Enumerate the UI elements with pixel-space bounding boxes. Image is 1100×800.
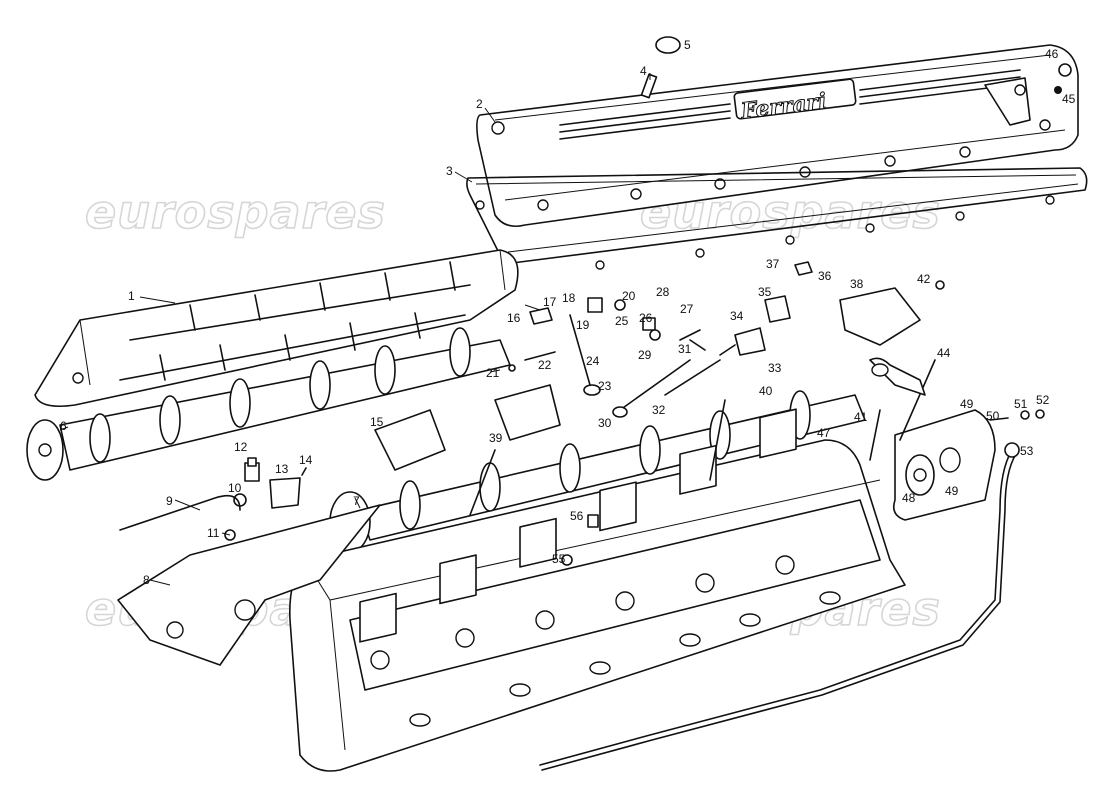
- part-callout-9: 9: [166, 494, 173, 508]
- part-callout-47: 47: [817, 426, 831, 440]
- part-callout-30: 30: [598, 416, 612, 430]
- part-callout-2: 2: [476, 97, 483, 111]
- part-callout-14: 14: [299, 453, 313, 467]
- part-callout-53: 53: [1020, 444, 1034, 458]
- part-callout-42: 42: [917, 272, 931, 286]
- part-callout-29: 29: [638, 348, 652, 362]
- part-callout-22: 22: [538, 358, 552, 372]
- part-callout-52: 52: [1036, 393, 1050, 407]
- part-callout-27: 27: [680, 302, 694, 316]
- part-callout-37: 37: [766, 257, 780, 271]
- part-callout-26: 26: [639, 311, 653, 325]
- part-callout-8: 8: [143, 573, 150, 587]
- part-callout-36: 36: [818, 269, 832, 283]
- part-callout-21: 21: [486, 366, 500, 380]
- part-callout-56: 56: [570, 509, 584, 523]
- oil-pipe: [539, 442, 1020, 771]
- callout-leaders: [59, 73, 651, 586]
- part-callout-31: 31: [678, 342, 692, 356]
- part-callout-13: 13: [275, 462, 289, 476]
- watermark-top-left: eurospares: [85, 185, 386, 239]
- cam-cover-left: [34, 249, 519, 408]
- part-callout-1: 1: [128, 289, 135, 303]
- part-callout-24: 24: [586, 354, 600, 368]
- part-callout-46: 46: [1045, 47, 1059, 61]
- part-callout-50: 50: [986, 409, 1000, 423]
- part-callout-7: 7: [353, 494, 360, 508]
- part-callout-18: 18: [562, 291, 576, 305]
- part-callout-23: 23: [598, 379, 612, 393]
- part-callout-10: 10: [228, 481, 242, 495]
- part-callout-41: 41: [854, 410, 868, 424]
- head-gasket: [117, 504, 381, 666]
- part-callout-48: 48: [902, 491, 916, 505]
- part-callout-4: 4: [640, 64, 647, 78]
- part-callout-6: 6: [60, 419, 67, 433]
- part-callout-25: 25: [615, 314, 629, 328]
- part-callout-34: 34: [730, 309, 744, 323]
- part-callout-49: 49: [960, 397, 974, 411]
- part-callout-45: 45: [1062, 92, 1076, 106]
- camshaft-right: [329, 390, 866, 553]
- part-callout-19: 19: [576, 318, 590, 332]
- part-callout-49: 49: [945, 484, 959, 498]
- side-plate: [892, 409, 996, 521]
- part-callout-3: 3: [446, 164, 453, 178]
- part-callout-20: 20: [622, 289, 636, 303]
- head-bearing-saddles: [359, 408, 797, 643]
- cam-cover-right: Ferrari: [476, 44, 1079, 228]
- part-callout-15: 15: [370, 415, 384, 429]
- part-callout-40: 40: [759, 384, 773, 398]
- part-callout-35: 35: [758, 285, 772, 299]
- part-callout-33: 33: [768, 361, 782, 375]
- part-callout-12: 12: [234, 440, 248, 454]
- camshaft-left: [26, 327, 511, 481]
- part-callout-16: 16: [507, 311, 521, 325]
- part-callout-44: 44: [937, 346, 951, 360]
- part-callout-11: 11: [207, 526, 220, 540]
- part-callout-39: 39: [489, 431, 503, 445]
- part-callout-5: 5: [684, 38, 691, 52]
- cylinder-head: [288, 408, 906, 772]
- part-callout-28: 28: [656, 285, 670, 299]
- part-callout-51: 51: [1014, 397, 1028, 411]
- part-callout-38: 38: [850, 277, 864, 291]
- part-callout-55: 55: [552, 552, 566, 566]
- part-callout-17: 17: [543, 295, 557, 309]
- part-callout-32: 32: [652, 403, 666, 417]
